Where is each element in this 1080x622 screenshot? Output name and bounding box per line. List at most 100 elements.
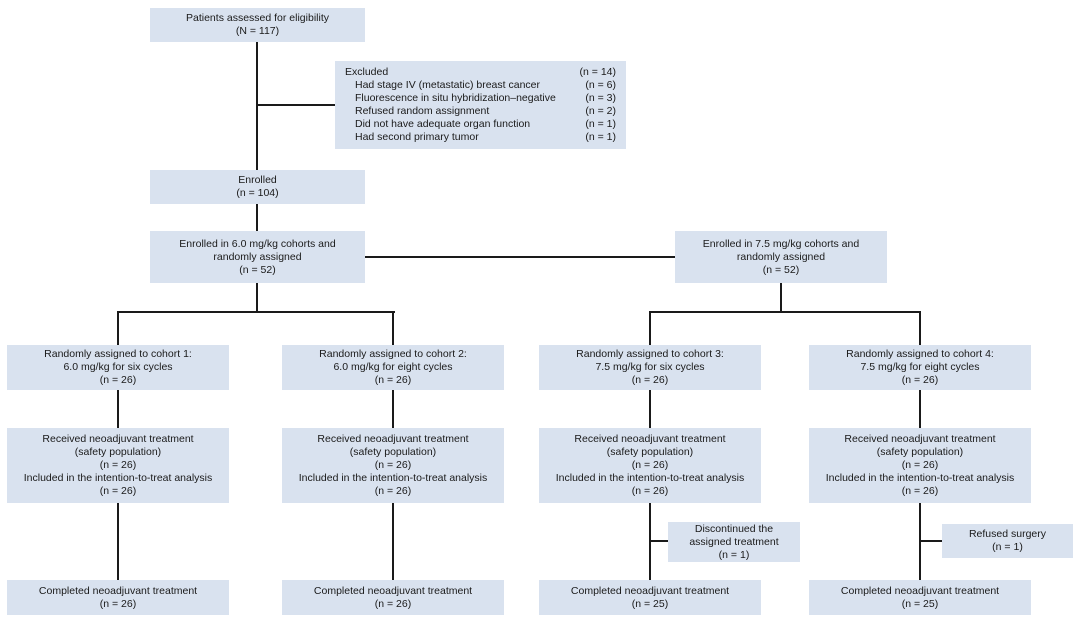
box-assessed-line1: Patients assessed for eligibility [186,12,329,24]
box-received-4-n1: (n = 26) [901,459,939,471]
box-received-4-line2: (safety population) [876,446,964,458]
connector-line [256,42,258,170]
box-cohort-1-n: (n = 26) [99,374,137,386]
box-received-3-n1: (n = 26) [631,459,669,471]
box-received-2-line2: (safety population) [349,446,437,458]
excluded-reason-n: (n = 6) [585,79,616,91]
box-cohort-3-line1: Randomly assigned to cohort 3: [576,348,724,360]
box-received-3-line1: Received neoadjuvant treatment [574,433,726,445]
box-completed-1-line1: Completed neoadjuvant treatment [38,584,198,597]
box-completed-1-n: (n = 26) [99,597,137,610]
box-cohort-3: Randomly assigned to cohort 3: 7.5 mg/kg… [539,345,761,390]
box-cohort-2-line1: Randomly assigned to cohort 2: [319,348,467,360]
connector-line [651,540,668,542]
box-discontinued: Discontinued the assigned treatment (n =… [668,522,800,562]
box-received-3-line4: Included in the intention-to-treat analy… [555,472,745,484]
box-group-7-5mg-line2: randomly assigned [736,250,826,263]
connector-line [919,503,921,580]
box-received-3: Received neoadjuvant treatment (safety p… [539,428,761,503]
box-group-6mg-n: (n = 52) [239,263,276,276]
excluded-reason-row: Had second primary tumor (n = 1) [345,131,616,144]
connector-line [256,283,258,313]
box-completed-2: Completed neoadjuvant treatment (n = 26) [282,580,504,615]
box-cohort-2-n: (n = 26) [374,374,412,386]
connector-line [392,311,394,345]
connector-line [117,503,119,580]
box-cohort-1-line1: Randomly assigned to cohort 1: [44,348,192,360]
box-received-4-n2: (n = 26) [901,485,939,497]
excluded-title: Excluded [345,66,389,78]
connector-line [649,503,651,580]
box-received-4-line4: Included in the intention-to-treat analy… [825,472,1015,484]
box-received-1-n1: (n = 26) [99,459,137,471]
box-received-2-n2: (n = 26) [374,485,412,497]
box-group-6mg-line1: Enrolled in 6.0 mg/kg cohorts and [179,237,336,250]
box-received-1-line1: Received neoadjuvant treatment [42,433,194,445]
connector-line [256,204,258,231]
excluded-reason-row: Refused random assignment (n = 2) [345,105,616,118]
box-cohort-4-n: (n = 26) [901,374,939,386]
box-completed-4: Completed neoadjuvant treatment (n = 25) [809,580,1031,615]
box-completed-3-line1: Completed neoadjuvant treatment [570,584,730,597]
excluded-reason-label: Fluorescence in situ hybridization–negat… [355,92,556,104]
box-completed-3: Completed neoadjuvant treatment (n = 25) [539,580,761,615]
box-completed-3-n: (n = 25) [631,597,669,610]
excluded-reason-n: (n = 3) [585,92,616,104]
connector-line [649,311,651,345]
box-group-7-5mg: Enrolled in 7.5 mg/kg cohorts and random… [675,231,887,283]
box-completed-2-n: (n = 26) [374,597,412,610]
box-received-2: Received neoadjuvant treatment (safety p… [282,428,504,503]
connector-line [392,503,394,580]
box-completed-1: Completed neoadjuvant treatment (n = 26) [7,580,229,615]
excluded-reason-n: (n = 1) [585,131,616,143]
box-cohort-4-line2: 7.5 mg/kg for eight cycles [860,361,980,373]
excluded-title-n: (n = 14) [579,66,616,78]
box-group-7-5mg-line1: Enrolled in 7.5 mg/kg cohorts and [702,237,860,250]
connector-line [117,390,119,428]
connector-line [649,311,921,313]
box-received-1: Received neoadjuvant treatment (safety p… [7,428,229,503]
box-refused-surgery-n: (n = 1) [992,541,1023,553]
connector-line [117,311,119,345]
box-cohort-3-n: (n = 26) [631,374,669,386]
box-enrolled-n: (n = 104) [236,187,279,199]
connector-line [117,311,395,313]
box-cohort-1: Randomly assigned to cohort 1: 6.0 mg/kg… [7,345,229,390]
box-refused-surgery: Refused surgery (n = 1) [942,524,1073,558]
connector-line [392,390,394,428]
excluded-title-row: Excluded (n = 14) [345,66,616,79]
box-discontinued-line1: Discontinued the [694,522,774,535]
box-completed-2-line1: Completed neoadjuvant treatment [313,584,473,597]
box-completed-4-line1: Completed neoadjuvant treatment [840,584,1000,597]
box-cohort-4-line1: Randomly assigned to cohort 4: [846,348,994,360]
connector-line [921,540,942,542]
box-assessed-n: (N = 117) [235,25,280,37]
box-completed-4-n: (n = 25) [901,597,939,610]
excluded-reason-row: Had stage IV (metastatic) breast cancer … [345,79,616,92]
excluded-reason-row: Fluorescence in situ hybridization–negat… [345,92,616,105]
excluded-reason-n: (n = 1) [585,118,616,130]
box-cohort-1-line2: 6.0 mg/kg for six cycles [63,361,173,373]
box-cohort-4: Randomly assigned to cohort 4: 7.5 mg/kg… [809,345,1031,390]
excluded-reason-label: Refused random assignment [355,105,490,117]
box-cohort-2-line2: 6.0 mg/kg for eight cycles [333,361,453,373]
box-received-1-line4: Included in the intention-to-treat analy… [23,472,213,484]
box-received-3-line2: (safety population) [606,446,694,458]
box-group-6mg-line2: randomly assigned [213,250,302,263]
connector-line [919,390,921,428]
box-assessed: Patients assessed for eligibility (N = 1… [150,8,365,42]
box-discontinued-n: (n = 1) [718,548,750,561]
excluded-reason-label: Did not have adequate organ function [355,118,531,130]
box-received-1-n2: (n = 26) [99,485,137,497]
box-received-1-line2: (safety population) [74,446,162,458]
box-received-4-line1: Received neoadjuvant treatment [844,433,996,445]
box-enrolled-line1: Enrolled [238,174,277,186]
excluded-reason-label: Had stage IV (metastatic) breast cancer [355,79,540,91]
connector-line [365,256,675,258]
box-received-4: Received neoadjuvant treatment (safety p… [809,428,1031,503]
box-excluded: Excluded (n = 14) Had stage IV (metastat… [335,61,626,149]
connector-line [919,311,921,345]
connector-line [649,390,651,428]
excluded-reason-row: Did not have adequate organ function (n … [345,118,616,131]
